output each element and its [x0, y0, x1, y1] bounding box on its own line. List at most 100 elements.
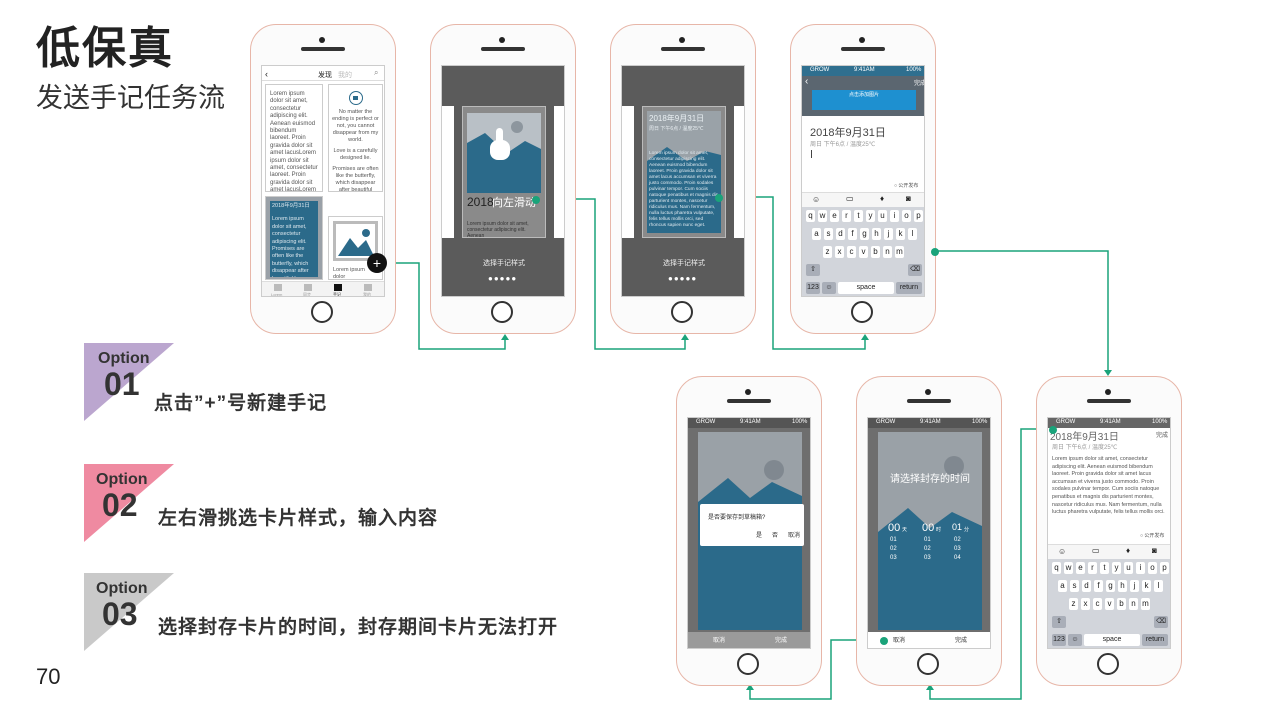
key-w[interactable]: w	[818, 210, 827, 222]
key-p[interactable]: p	[1160, 562, 1169, 574]
dialog-yes-button[interactable]: 是	[756, 533, 763, 539]
key-q[interactable]: q	[806, 210, 815, 222]
note-card-3[interactable]: 2018年9月31日 Lorem ipsum dolor sit amet, c…	[265, 196, 323, 280]
tab-mine[interactable]: 我的	[338, 72, 352, 79]
numbers-key[interactable]: 123	[1052, 634, 1066, 646]
cancel-button[interactable]: 取消	[868, 632, 931, 648]
key-d[interactable]: d	[1082, 580, 1091, 592]
card-style-preview[interactable]: 2018年9月31日 周日 下午6点 / 温度25℃ Lorem ipsum d…	[642, 106, 726, 238]
shift-key[interactable]: ⇧	[806, 264, 820, 276]
home-button[interactable]	[1097, 653, 1119, 675]
camera-icon[interactable]: ◙	[906, 194, 911, 203]
key-r[interactable]: r	[842, 210, 851, 222]
key-l[interactable]: l	[1154, 580, 1163, 592]
card-style-preview[interactable]: 2018 Lorem ipsum dolor sit amet, consect…	[462, 106, 546, 239]
microphone-icon[interactable]: ♦	[880, 194, 885, 203]
numbers-key[interactable]: 123	[806, 282, 820, 294]
key-i[interactable]: i	[1136, 562, 1145, 574]
key-n[interactable]: n	[883, 246, 892, 258]
key-i[interactable]: i	[890, 210, 899, 222]
tab-discover[interactable]: 发现	[318, 72, 332, 79]
key-t[interactable]: t	[1100, 562, 1109, 574]
key-u[interactable]: u	[878, 210, 887, 222]
done-button[interactable]: 完成	[914, 81, 925, 87]
key-l[interactable]: l	[908, 228, 917, 240]
back-icon[interactable]: ‹	[805, 76, 809, 87]
home-button[interactable]	[737, 653, 759, 675]
emoji-key[interactable]: ☺	[822, 282, 836, 294]
key-v[interactable]: v	[859, 246, 868, 258]
cancel-button[interactable]: 取消	[688, 632, 751, 648]
home-button[interactable]	[851, 301, 873, 323]
public-toggle[interactable]: ○ 公开发布	[894, 183, 919, 189]
dialog-no-button[interactable]: 否	[772, 533, 779, 539]
note-card-2[interactable]: No matter the ending is perfect or not, …	[328, 84, 383, 192]
key-o[interactable]: o	[902, 210, 911, 222]
key-s[interactable]: s	[824, 228, 833, 240]
key-c[interactable]: c	[847, 246, 856, 258]
key-p[interactable]: p	[914, 210, 923, 222]
key-d[interactable]: d	[836, 228, 845, 240]
home-button[interactable]	[671, 301, 693, 323]
key-u[interactable]: u	[1124, 562, 1133, 574]
key-w[interactable]: w	[1064, 562, 1073, 574]
key-b[interactable]: b	[1117, 598, 1126, 610]
note-card-4[interactable]: Lorem ipsum dolor	[328, 216, 383, 280]
image-icon[interactable]: ▭	[846, 194, 854, 203]
key-y[interactable]: y	[1112, 562, 1121, 574]
backspace-key[interactable]: ⌫	[1154, 616, 1168, 628]
key-v[interactable]: v	[1105, 598, 1114, 610]
note-card-1[interactable]: Lorem ipsum dolor sit amet, consectetur …	[265, 84, 323, 192]
key-f[interactable]: f	[848, 228, 857, 240]
return-key[interactable]: return	[896, 282, 922, 294]
key-j[interactable]: j	[884, 228, 893, 240]
key-x[interactable]: x	[1081, 598, 1090, 610]
emoji-key[interactable]: ☺	[1068, 634, 1082, 646]
key-x[interactable]: x	[835, 246, 844, 258]
page-indicator[interactable]: ●●●●●	[668, 274, 698, 283]
add-image-button[interactable]: 点击添加图片	[812, 90, 916, 110]
key-a[interactable]: a	[1058, 580, 1067, 592]
done-button[interactable]: 完成	[1156, 433, 1169, 439]
search-icon[interactable]: ⌕	[374, 68, 379, 77]
key-o[interactable]: o	[1148, 562, 1157, 574]
key-y[interactable]: y	[866, 210, 875, 222]
space-key[interactable]: space	[838, 282, 894, 294]
home-button[interactable]	[311, 301, 333, 323]
next-card-peek[interactable]	[734, 106, 744, 238]
key-k[interactable]: k	[1142, 580, 1151, 592]
done-button[interactable]: 完成	[750, 632, 810, 648]
home-button[interactable]	[917, 653, 939, 675]
text-cursor[interactable]	[811, 150, 812, 158]
camera-icon[interactable]: ◙	[1152, 546, 1157, 555]
next-card-peek[interactable]	[554, 106, 564, 238]
key-s[interactable]: s	[1070, 580, 1079, 592]
home-button[interactable]	[491, 301, 513, 323]
dialog-cancel-button[interactable]: 取消	[788, 533, 801, 539]
done-button[interactable]: 完成	[930, 632, 990, 648]
add-note-button[interactable]: +	[367, 253, 387, 273]
space-key[interactable]: space	[1084, 634, 1140, 646]
key-e[interactable]: e	[830, 210, 839, 222]
emoji-icon[interactable]: ☺	[812, 195, 821, 204]
key-e[interactable]: e	[1076, 562, 1085, 574]
prev-card-peek[interactable]	[442, 106, 454, 238]
key-k[interactable]: k	[896, 228, 905, 240]
image-icon[interactable]: ▭	[1092, 546, 1100, 555]
key-n[interactable]: n	[1129, 598, 1138, 610]
backspace-key[interactable]: ⌫	[908, 264, 922, 276]
return-key[interactable]: return	[1142, 634, 1168, 646]
key-q[interactable]: q	[1052, 562, 1061, 574]
key-m[interactable]: m	[1141, 598, 1150, 610]
key-h[interactable]: h	[872, 228, 881, 240]
key-t[interactable]: t	[854, 210, 863, 222]
public-toggle[interactable]: ○ 公开发布	[1140, 533, 1165, 539]
key-b[interactable]: b	[871, 246, 880, 258]
key-c[interactable]: c	[1093, 598, 1102, 610]
key-g[interactable]: g	[860, 228, 869, 240]
back-icon[interactable]: ‹	[265, 69, 268, 79]
key-h[interactable]: h	[1118, 580, 1127, 592]
key-g[interactable]: g	[1106, 580, 1115, 592]
key-a[interactable]: a	[812, 228, 821, 240]
